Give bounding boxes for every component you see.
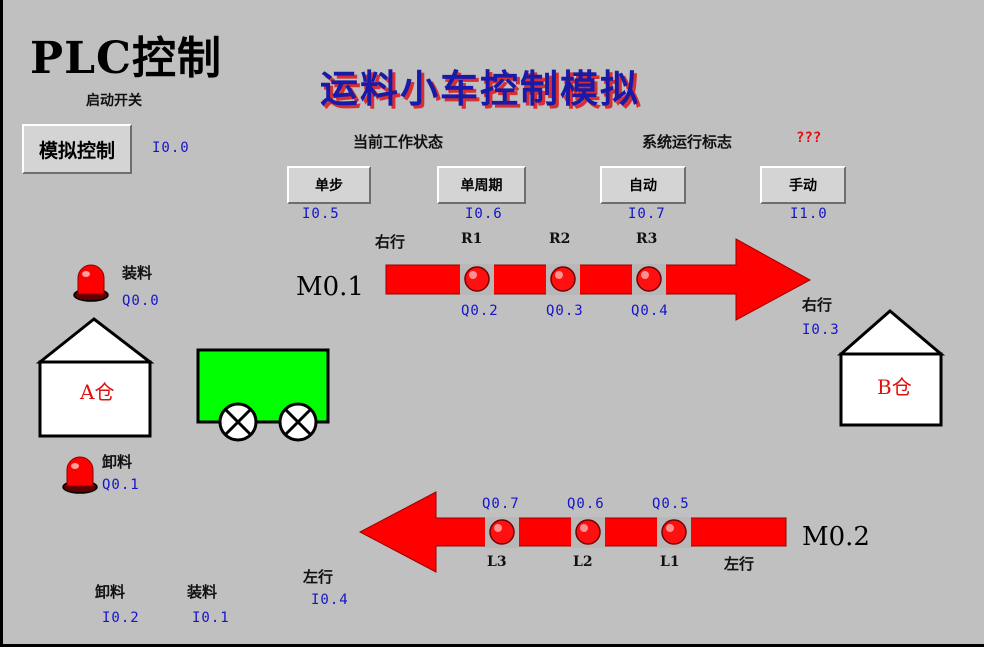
mode-auto-button[interactable]: 自动 [600,166,686,204]
app-title: PLC控制 [30,33,223,84]
run-flag-label: 系统运行标志 [642,133,733,151]
lamp-l2-output: Q0.6 [567,496,605,512]
unload-input-label: 卸料 [95,583,126,601]
mode-manual-address: I1.0 [790,206,828,222]
run-flag-value: ??? [796,130,822,146]
lamp-l3-output: Q0.7 [482,496,520,512]
mode-auto-address: I0.7 [628,206,666,222]
mode-single-step-button[interactable]: 单步 [287,166,371,204]
mode-manual-button[interactable]: 手动 [760,166,846,204]
lamp-l1-output: Q0.5 [652,496,690,512]
start-address: I0.0 [152,140,190,156]
warehouse-b [837,309,946,427]
load-input-address: I0.1 [192,610,230,626]
left-track-marker: M0.2 [802,522,870,552]
lamp-l3-name: L3 [487,554,507,570]
load-output-address: Q0.0 [122,293,160,309]
lamp-r2-name: R2 [549,231,571,247]
mode-single-step-address: I0.5 [302,206,340,222]
warehouse-a-label: A仓 [80,380,115,404]
lamp-r3-output: Q0.4 [631,303,669,319]
simulate-control-button[interactable]: 模拟控制 [22,124,132,174]
lamp-l2-name: L2 [573,554,593,570]
lamp-r2 [546,264,580,295]
left-track-direction: 左行 [724,555,755,573]
warehouse-a [35,317,155,438]
window-bottom-edge [0,644,984,647]
unload-input-address: I0.2 [102,610,140,626]
current-state-label: 当前工作状态 [353,133,444,151]
start-switch-label: 启动开关 [86,93,142,109]
window-left-edge [0,0,3,647]
mode-single-cycle-button[interactable]: 单周期 [437,166,526,204]
lamp-r1-output: Q0.2 [461,303,499,319]
cart [196,348,330,442]
load-beacon [73,264,109,302]
right-track-marker: M0.1 [296,272,364,302]
right-limit-label: 右行 [802,296,833,314]
unload-beacon [62,456,98,494]
main-title: 运料小车控制模拟 [320,66,641,111]
load-output-label: 装料 [122,264,153,282]
load-input-label: 装料 [187,583,218,601]
unload-output-address: Q0.1 [102,477,140,493]
warehouse-b-label: B仓 [877,375,912,399]
lamp-l2 [571,517,605,548]
lamp-r1-name: R1 [461,231,483,247]
left-limit-address: I0.4 [311,592,349,608]
lamp-r1 [460,264,494,295]
lamp-l1 [657,517,691,548]
lamp-l1-name: L1 [660,554,680,570]
lamp-l3 [485,517,519,548]
lamp-r3-name: R3 [636,231,658,247]
mode-single-cycle-address: I0.6 [465,206,503,222]
right-track-direction: 右行 [375,233,406,251]
right-arrow [385,238,812,321]
unload-output-label: 卸料 [102,453,133,471]
lamp-r3 [632,264,666,295]
lamp-r2-output: Q0.3 [546,303,584,319]
right-limit-address: I0.3 [802,322,840,338]
left-limit-label: 左行 [303,568,334,586]
